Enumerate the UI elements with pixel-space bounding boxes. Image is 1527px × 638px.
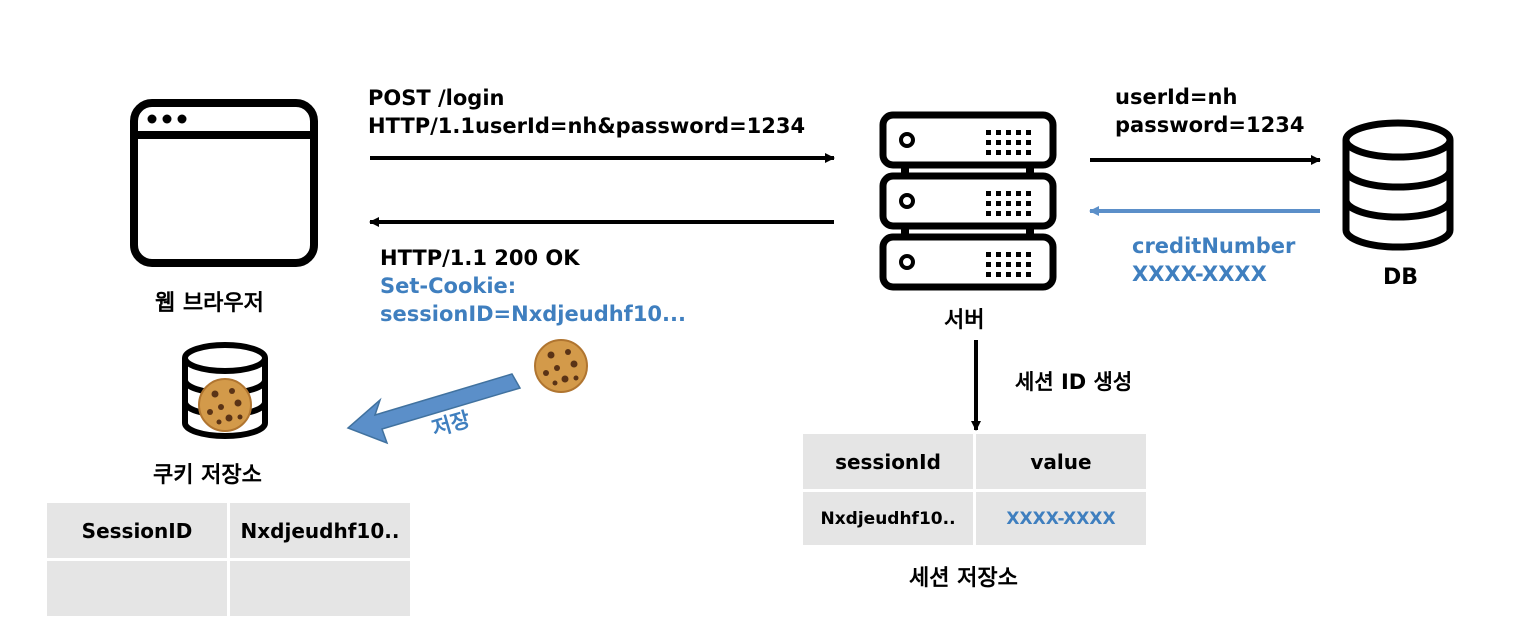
cookie-icon bbox=[534, 339, 588, 393]
session-store-label: 세션 저장소 bbox=[909, 566, 1018, 591]
table-header-row: sessionId value bbox=[803, 434, 1146, 489]
server-label: 서버 bbox=[944, 308, 985, 333]
session-id-cell: Nxdjeudhf10.. bbox=[803, 492, 973, 545]
request-body-text: HTTP/1.1userId=nh&password=1234 bbox=[368, 114, 806, 138]
response-cookie-text: sessionID=Nxdjeudhf10... bbox=[380, 302, 686, 326]
table-row bbox=[47, 561, 410, 616]
session-store-table: sessionId value Nxdjeudhf10.. XXXX-XXXX bbox=[800, 431, 1149, 548]
cookie-storage-icon bbox=[182, 342, 268, 439]
session-create-label: 세션 ID 생성 bbox=[1015, 370, 1133, 394]
cookie-key-cell bbox=[47, 561, 227, 616]
store-arrow bbox=[346, 373, 522, 445]
request-method-text: POST /login bbox=[368, 86, 505, 110]
cookie-store-table: SessionID Nxdjeudhf10.. bbox=[44, 500, 413, 619]
browser-label: 웹 브라우저 bbox=[155, 291, 264, 316]
database-icon bbox=[1342, 119, 1454, 251]
browser-window-icon bbox=[130, 99, 318, 267]
session-id-header: sessionId bbox=[803, 434, 973, 489]
session-value-header: value bbox=[976, 434, 1146, 489]
session-value-cell: XXXX-XXXX bbox=[976, 492, 1146, 545]
db-query-password-text: password=1234 bbox=[1115, 113, 1305, 137]
cookie-value-cell: Nxdjeudhf10.. bbox=[230, 503, 410, 558]
cookie-key-cell: SessionID bbox=[47, 503, 227, 558]
response-header-text: Set-Cookie: bbox=[380, 274, 517, 298]
db-result-value: XXXX-XXXX bbox=[1132, 262, 1267, 286]
server-rack-icon bbox=[879, 111, 1057, 287]
db-result-label: creditNumber bbox=[1132, 234, 1296, 258]
db-label: DB bbox=[1383, 265, 1419, 290]
db-query-user-text: userId=nh bbox=[1115, 85, 1238, 109]
response-status-text: HTTP/1.1 200 OK bbox=[380, 246, 580, 270]
table-row: SessionID Nxdjeudhf10.. bbox=[47, 503, 410, 558]
cookie-value-cell bbox=[230, 561, 410, 616]
cookie-store-label: 쿠키 저장소 bbox=[153, 463, 262, 488]
table-row: Nxdjeudhf10.. XXXX-XXXX bbox=[803, 492, 1146, 545]
